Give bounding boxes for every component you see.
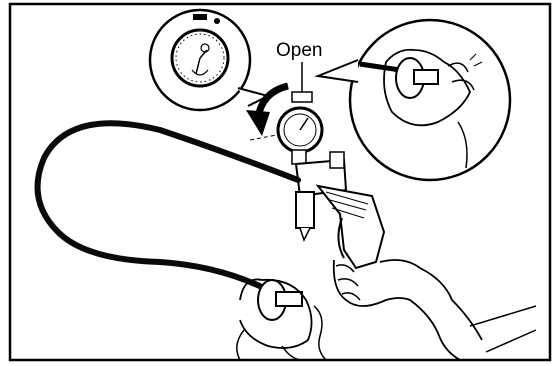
hand-detail-callout [318, 20, 510, 180]
hose [38, 123, 298, 290]
open-label: Open [276, 40, 322, 61]
stopwatch-callout [150, 10, 268, 110]
vacuum-pump-gun-icon [296, 152, 384, 268]
right-hand-grip [334, 260, 536, 360]
hand-detail-callout-pointer [318, 60, 358, 82]
lower-hand-cap-icon [237, 279, 326, 360]
hand-detail-callout-circle [350, 20, 510, 180]
